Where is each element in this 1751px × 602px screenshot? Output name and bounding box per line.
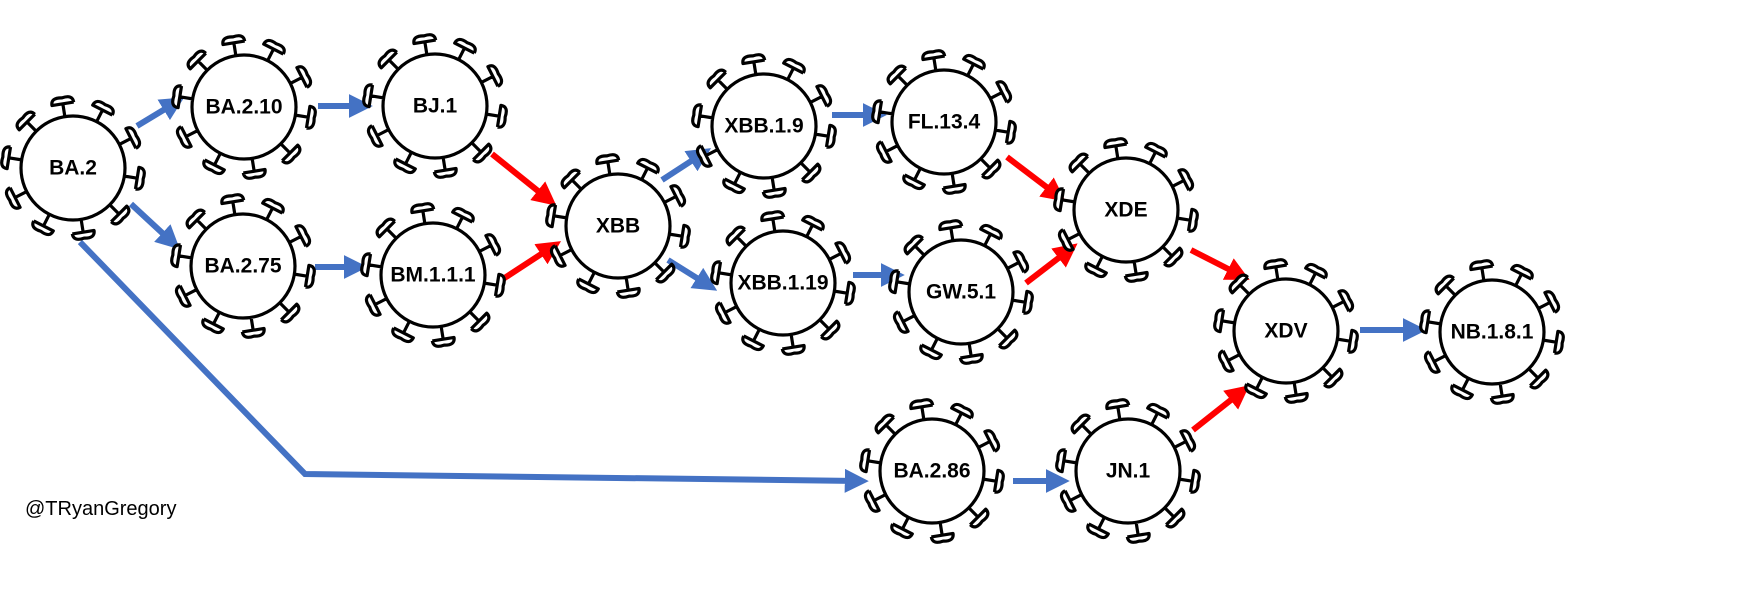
node-xde: XDE: [1053, 137, 1199, 283]
node-label: XDE: [1104, 199, 1147, 222]
coronavirus-icon: [545, 153, 691, 299]
node-xdv: XDV: [1213, 258, 1359, 404]
node-bj1: BJ.1: [362, 33, 508, 179]
coronavirus-icon: [710, 210, 856, 356]
coronavirus-icon: [888, 219, 1034, 365]
arrow-xbb-to-xbb19: [660, 148, 712, 183]
node-xbb19: XBB.1.9: [691, 53, 837, 199]
arrow-xde-to-xdv: [1189, 247, 1250, 280]
node-label: BA.2.86: [893, 460, 970, 483]
arrow-ba2-to-ba210: [135, 97, 185, 129]
node-label: XBB.1.19: [737, 272, 828, 295]
node-label: BA.2.75: [204, 255, 281, 278]
coronavirus-icon: [871, 49, 1017, 195]
coronavirus-icon: [1419, 259, 1565, 405]
coronavirus-icon: [171, 34, 317, 180]
node-label: NB.1.8.1: [1451, 321, 1534, 344]
node-label: XBB: [596, 215, 640, 238]
node-ba275: BA.2.75: [170, 193, 316, 339]
coronavirus-icon: [0, 95, 146, 241]
node-label: BM.1.1.1: [390, 264, 476, 287]
arrow-bj1-to-xbb: [490, 151, 557, 206]
coronavirus-icon: [362, 33, 508, 179]
node-xbb119: XBB.1.19: [710, 210, 856, 356]
node-xbb: XBB: [545, 153, 691, 299]
node-gw51: GW.5.1: [888, 219, 1034, 365]
node-label: GW.5.1: [926, 281, 996, 304]
node-label: BJ.1: [413, 95, 458, 118]
coronavirus-icon: [691, 53, 837, 199]
node-label: BA.2.10: [205, 96, 282, 119]
node-label: JN.1: [1106, 460, 1151, 483]
node-ba286: BA.2.86: [859, 398, 1005, 544]
coronavirus-icon: [170, 193, 316, 339]
arrow-ba2-to-ba275: [128, 201, 180, 250]
node-ba2: BA.2: [0, 95, 146, 241]
coronavirus-icon: [1053, 137, 1199, 283]
node-label: XDV: [1264, 320, 1307, 343]
arrow-jn1-to-xdv: [1191, 385, 1250, 433]
node-nb181: NB.1.8.1: [1419, 259, 1565, 405]
arrow-ba2-to-ba286: [77, 239, 869, 493]
arrow-fl134-to-xde: [1005, 154, 1066, 202]
node-ba210: BA.2.10: [171, 34, 317, 180]
coronavirus-icon: [1055, 398, 1201, 544]
node-bm111: BM.1.1.1: [360, 202, 506, 348]
arrow-xbb-to-xbb119: [666, 257, 718, 291]
nodes-layer: BA.2 BA.2.10 BJ.1BA.2.75 BM.1.1.1 XBB XBB.1.9…: [0, 33, 1565, 544]
node-jn1: JN.1: [1055, 398, 1201, 544]
coronavirus-icon: [1213, 258, 1359, 404]
arrow-bm111-to-xbb: [501, 241, 562, 282]
node-fl134: FL.13.4: [871, 49, 1017, 195]
node-label: FL.13.4: [908, 111, 981, 134]
author-credit: @TRyanGregory: [25, 498, 177, 520]
arrow-gw51-to-xde: [1024, 243, 1078, 286]
coronavirus-icon: [360, 202, 506, 348]
node-label: BA.2: [49, 157, 97, 180]
node-label: XBB.1.9: [724, 115, 803, 138]
coronavirus-icon: [859, 398, 1005, 544]
edges-layer: [77, 94, 1427, 493]
